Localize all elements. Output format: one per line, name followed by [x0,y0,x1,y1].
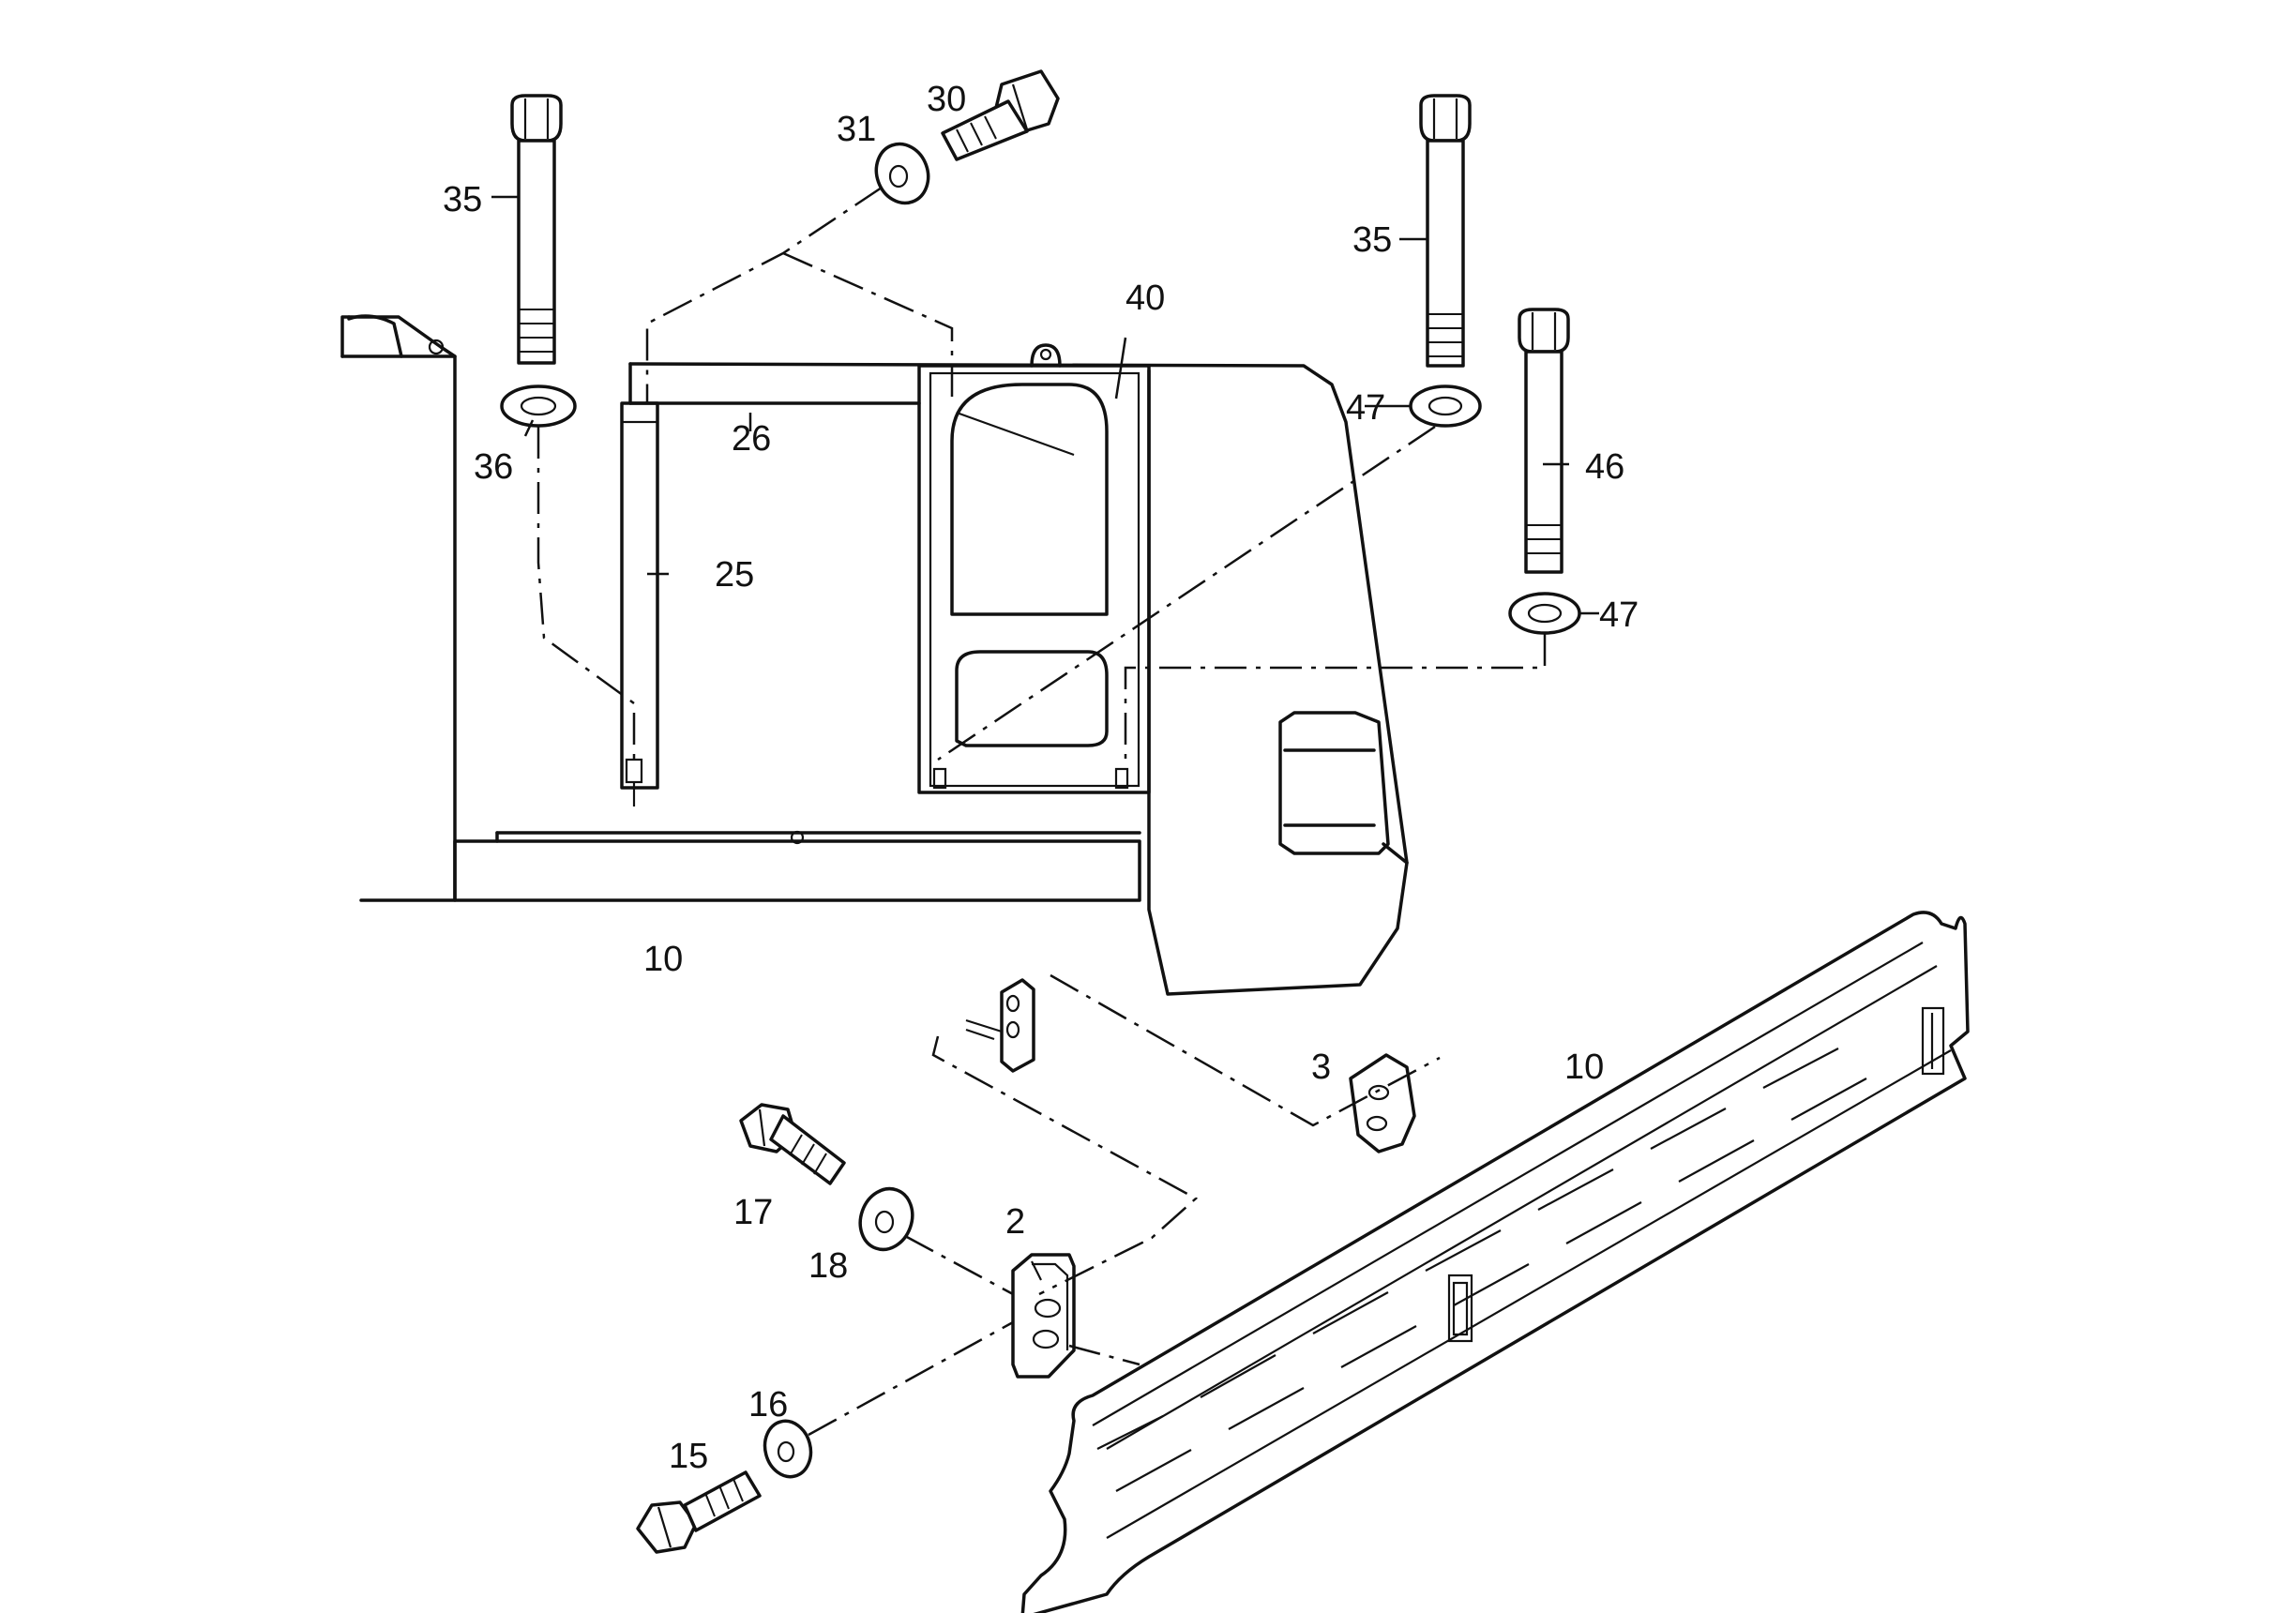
callout-labels: 35 36 31 30 26 25 40 35 47 46 47 10 10 3… [443,80,1639,1476]
callout-47-upper: 47 [1346,388,1385,428]
washer-47-upper [1409,384,1482,428]
callout-46: 46 [1585,447,1624,487]
callout-3: 3 [1311,1048,1331,1087]
callout-35-left: 35 [443,180,482,219]
washer-18 [858,1186,914,1252]
bolt-17 [739,1103,846,1185]
small-bracket-top [965,978,1035,1073]
callout-26: 26 [732,419,771,459]
callout-16: 16 [748,1385,788,1425]
housing-frame [340,314,1409,996]
plate-3 [1349,1053,1416,1153]
bracket-2 [1011,1253,1076,1379]
callout-30: 30 [927,80,966,119]
callout-35-right: 35 [1352,220,1392,260]
callout-40: 40 [1125,279,1165,318]
callout-15: 15 [669,1437,708,1476]
callout-18: 18 [808,1246,848,1286]
callout-17: 17 [733,1193,773,1232]
bolt-30 [941,69,1060,161]
washer-47-lower [1508,592,1581,635]
callout-10-frame: 10 [643,940,683,979]
callout-25: 25 [715,555,754,595]
long-rail-10 [1020,911,1970,1613]
leader-lines [491,195,1599,615]
washer-31 [874,142,930,205]
support-bar [620,401,659,806]
assembly-lines [536,186,1547,1437]
callout-2: 2 [1005,1202,1025,1242]
bolt-35-right [1419,94,1472,368]
bolt-15 [636,1470,762,1554]
callout-31: 31 [837,110,876,149]
washer-36 [500,384,577,428]
washer-16 [763,1419,813,1479]
callout-36: 36 [474,447,513,487]
callout-47-lower: 47 [1599,595,1639,635]
bolt-35-left [510,94,563,365]
callout-10-rail: 10 [1564,1048,1604,1087]
door-panel [917,343,1151,794]
bolt-46 [1518,308,1570,574]
